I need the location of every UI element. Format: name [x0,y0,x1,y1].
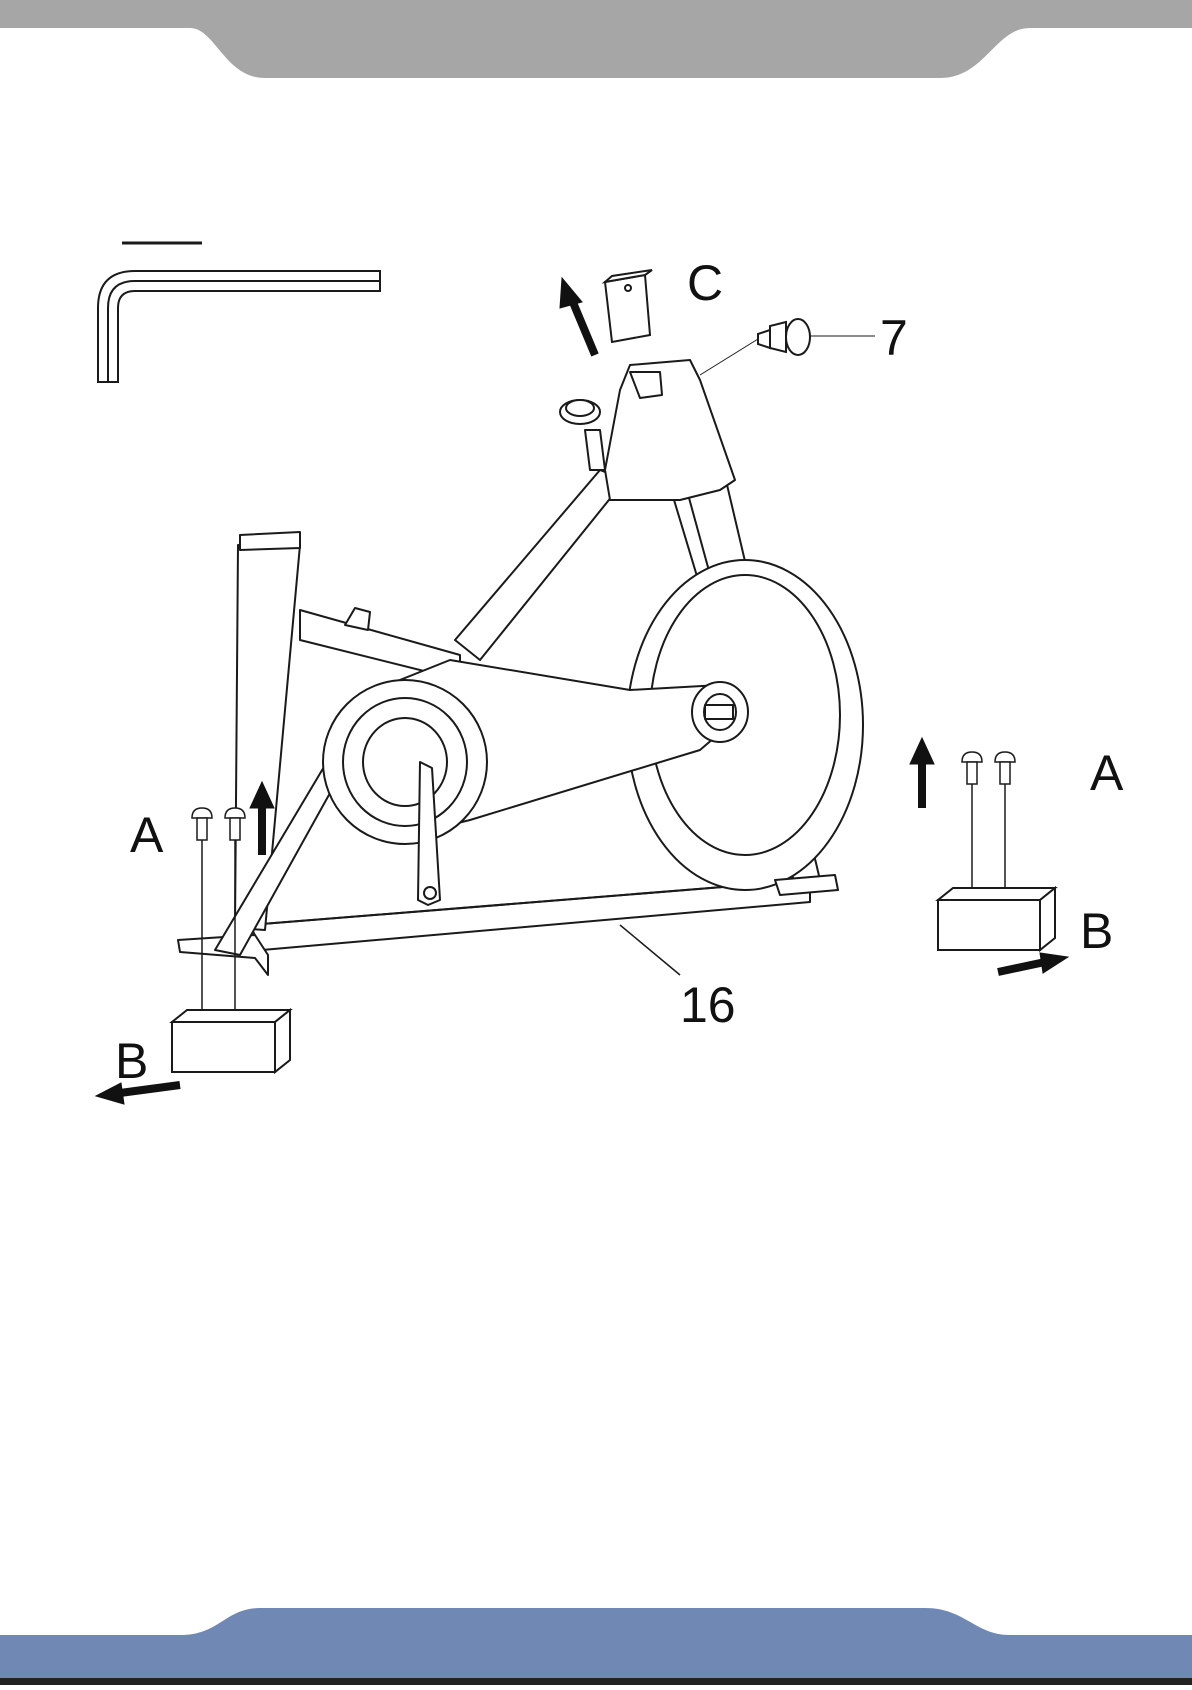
label-part-7: 7 [880,310,908,366]
part-c-cover-block [605,270,652,342]
end-cap-left [172,1010,290,1072]
label-part-c: C [687,255,723,311]
header-band [0,0,1192,78]
part-7-knob [700,319,875,375]
label-part-16: 16 [680,977,736,1033]
bolt-icon [962,752,1015,890]
allen-key-icon [98,243,380,382]
label-part-a-right: A [1090,745,1124,801]
end-cap-right [938,888,1055,950]
leader-line-16 [620,925,680,975]
label-part-b-right: B [1080,903,1113,959]
bike-frame-drawing [178,360,863,975]
label-part-b-left: B [115,1033,148,1089]
footer-band [0,1608,1192,1685]
label-part-a-left: A [130,807,164,863]
